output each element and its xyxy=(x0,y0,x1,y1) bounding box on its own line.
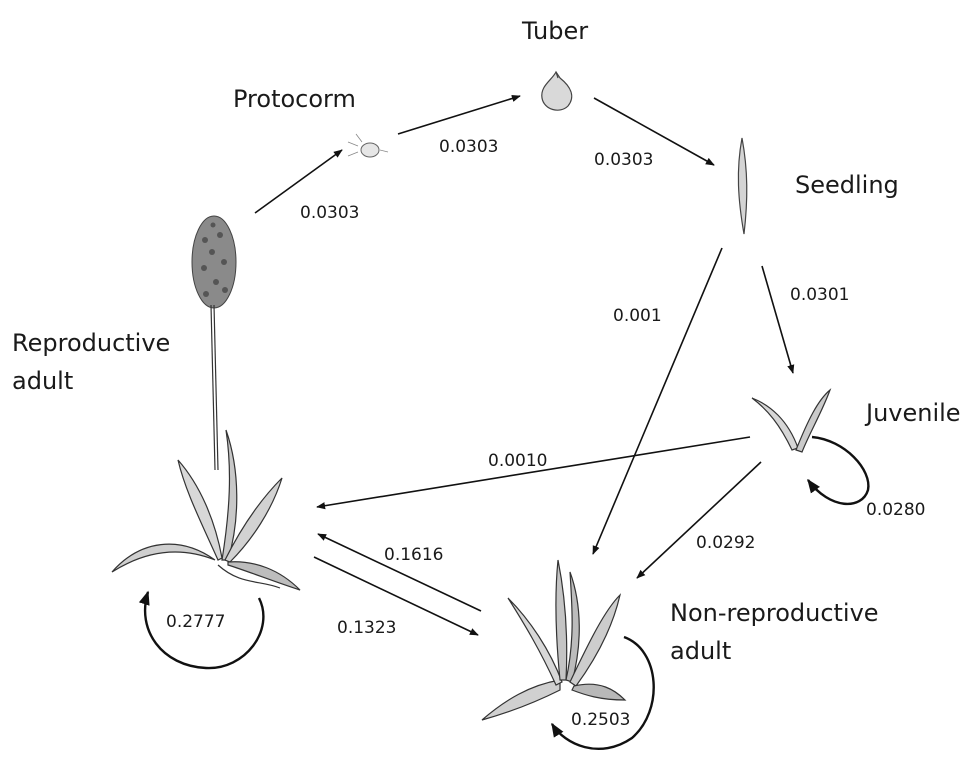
rate-seedling-to-juvenile: 0.0301 xyxy=(790,285,849,305)
stage-label-nonrepro-line2: adult xyxy=(670,637,732,665)
rate-juvenile-to-repro: 0.0010 xyxy=(488,451,547,471)
rate-protocorm-to-tuber: 0.0303 xyxy=(439,137,498,157)
arrow-tuber-to-seedling xyxy=(593,97,715,166)
rate-nonrepro-to-repro: 0.1616 xyxy=(384,545,443,565)
loop-juvenile-stasis xyxy=(807,435,870,505)
juvenile-illustration xyxy=(751,388,832,453)
arrow-juvenile-to-nonrepro xyxy=(636,461,762,579)
rate-repro-stasis: 0.2777 xyxy=(166,612,225,632)
stage-label-juvenile: Juvenile xyxy=(866,399,961,427)
arrow-juvenile-to-repro xyxy=(316,436,751,510)
loop-nonrepro-stasis xyxy=(550,635,655,751)
rate-nonrepro-stasis: 0.2503 xyxy=(571,710,630,730)
rate-repro-to-protocorm: 0.0303 xyxy=(300,203,359,223)
stage-label-seedling: Seedling xyxy=(795,171,899,199)
arrow-protocorm-to-tuber xyxy=(397,94,521,135)
stage-label-nonrepro-line1: Non-reproductive xyxy=(670,599,879,627)
tuber-illustration xyxy=(541,70,573,111)
rate-juvenile-to-nonrepro: 0.0292 xyxy=(696,533,755,553)
protocorm-illustration xyxy=(347,133,389,158)
stage-label-reproductive-line2: adult xyxy=(12,367,74,395)
stage-label-protocorm: Protocorm xyxy=(233,85,356,113)
rate-juvenile-stasis: 0.0280 xyxy=(866,500,925,520)
arrow-repro-to-nonrepro xyxy=(313,556,479,636)
rate-tuber-to-seedling: 0.0303 xyxy=(594,150,653,170)
reproductive-adult-illustration xyxy=(111,215,301,591)
stage-label-tuber: Tuber xyxy=(522,17,589,45)
arrow-seedling-to-juvenile xyxy=(761,265,795,374)
loop-reproductive-stasis xyxy=(138,590,265,670)
non-reproductive-adult-illustration xyxy=(481,559,627,721)
seedling-illustration xyxy=(737,137,748,235)
arrow-nonrepro-to-repro xyxy=(317,533,482,612)
rate-repro-to-nonrepro: 0.1323 xyxy=(337,618,396,638)
arrow-seedling-to-nonrepro xyxy=(592,247,723,555)
stage-label-reproductive-line1: Reproductive xyxy=(12,329,171,357)
arrow-repro-to-protocorm xyxy=(254,149,343,214)
rate-seedling-to-nonrepro: 0.001 xyxy=(613,306,662,326)
